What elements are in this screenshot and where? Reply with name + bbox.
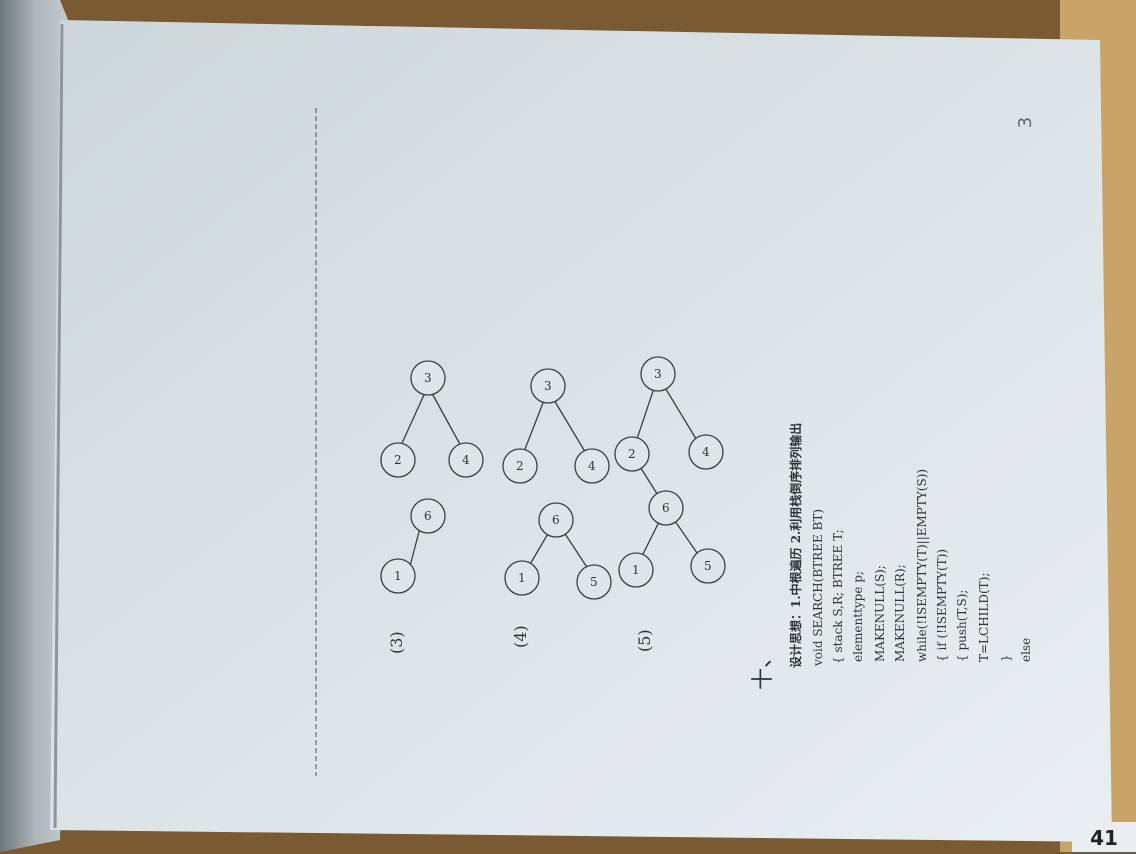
code-line-5: MAKENULL(S); (873, 565, 887, 662)
sheet-fold-line (53, 23, 64, 829)
tree-4-node-6: 6 (552, 513, 560, 527)
tree-5-node-3: 3 (654, 367, 662, 381)
code-line-12: else (1019, 638, 1033, 662)
tree-5-node-5: 5 (704, 559, 712, 573)
code-line-6: MAKENULL(R); (893, 564, 907, 662)
tree-5-node-1: 1 (632, 563, 640, 577)
tree-3-node-4: 4 (462, 453, 470, 467)
tree-4-node-2: 2 (516, 459, 524, 473)
code-line-9: { push(T,S); (955, 590, 969, 662)
tree-4-node-1: 1 (518, 571, 526, 585)
tree-4-node-5: 5 (590, 575, 598, 589)
code-line-2: void SEARCH(BTREE BT) (811, 509, 825, 667)
code-line-4: elementtype p; (851, 571, 865, 662)
tree-3-label: (3) (387, 631, 406, 654)
tree-5 (614, 356, 726, 588)
tree-4-node-3: 3 (544, 379, 552, 393)
code-block: 设计思想：1.中根遍历 2.利用栈倒序排列输出 void SEARCH(BTRE… (788, 423, 1033, 668)
tree-3 (380, 360, 484, 594)
code-line-1: 设计思想：1.中根遍历 2.利用栈倒序排列输出 (788, 423, 803, 668)
tree-4 (502, 368, 612, 600)
paper-sheet (50, 20, 1112, 842)
tree-3-node-3: 3 (424, 371, 432, 385)
code-line-10: T=LCHILD(T); (977, 573, 991, 662)
tree-5-node-2: 2 (628, 447, 636, 461)
tree-5-node-6: 6 (662, 501, 670, 515)
tree-4-label: (4) (511, 625, 530, 648)
code-line-8: { if (!ISEMPTY(T)) (935, 549, 949, 662)
page-number: 3 (1015, 116, 1037, 129)
code-line-3: { stack S,R; BTREE T; (831, 529, 845, 664)
code-line-11: } (999, 654, 1013, 662)
section-mark: 十、 (751, 646, 776, 690)
corner-tab: 41 (1072, 822, 1136, 852)
tree-3-node-1: 1 (394, 569, 402, 583)
tree-3-node-2: 2 (394, 453, 402, 467)
code-line-7: while(!ISEMPTY(T)||EMPTY(S)) (915, 469, 929, 662)
tree-3-node-6: 6 (424, 509, 432, 523)
tree-4-node-4: 4 (588, 459, 596, 473)
tree-5-node-4: 4 (702, 445, 710, 459)
tree-5-label: (5) (635, 629, 654, 652)
